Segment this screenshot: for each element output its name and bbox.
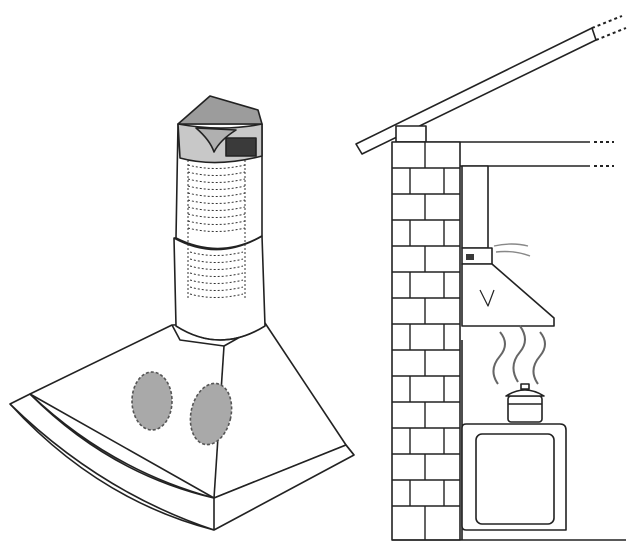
chimney-join — [173, 235, 263, 251]
airflow-lines — [493, 243, 531, 257]
hood-canopy-edge — [29, 393, 215, 499]
cooking-pot-icon — [505, 383, 545, 423]
range-hood-illustration — [9, 95, 355, 531]
air-outlet-vent — [225, 137, 257, 157]
roof-beam — [355, 27, 597, 155]
stove-cabinet — [461, 423, 567, 531]
chimney-cap-top — [177, 95, 263, 125]
duct-coil — [187, 160, 246, 300]
brick-pattern — [392, 142, 460, 540]
stove-door — [475, 433, 555, 525]
roof-support — [395, 125, 427, 143]
steam-icon — [492, 325, 546, 385]
hood-canopy-lip — [9, 403, 215, 531]
wall-hood-canopy — [461, 263, 555, 327]
hood-canopy-top — [29, 322, 347, 499]
kitchen-installation-illustration — [355, 15, 627, 541]
roof-beam-dots — [591, 15, 627, 41]
grease-filter-left — [131, 371, 173, 431]
wall-hood-chimney — [461, 165, 489, 249]
air-outlet-flap — [195, 127, 237, 153]
grease-filter-right — [189, 382, 233, 446]
